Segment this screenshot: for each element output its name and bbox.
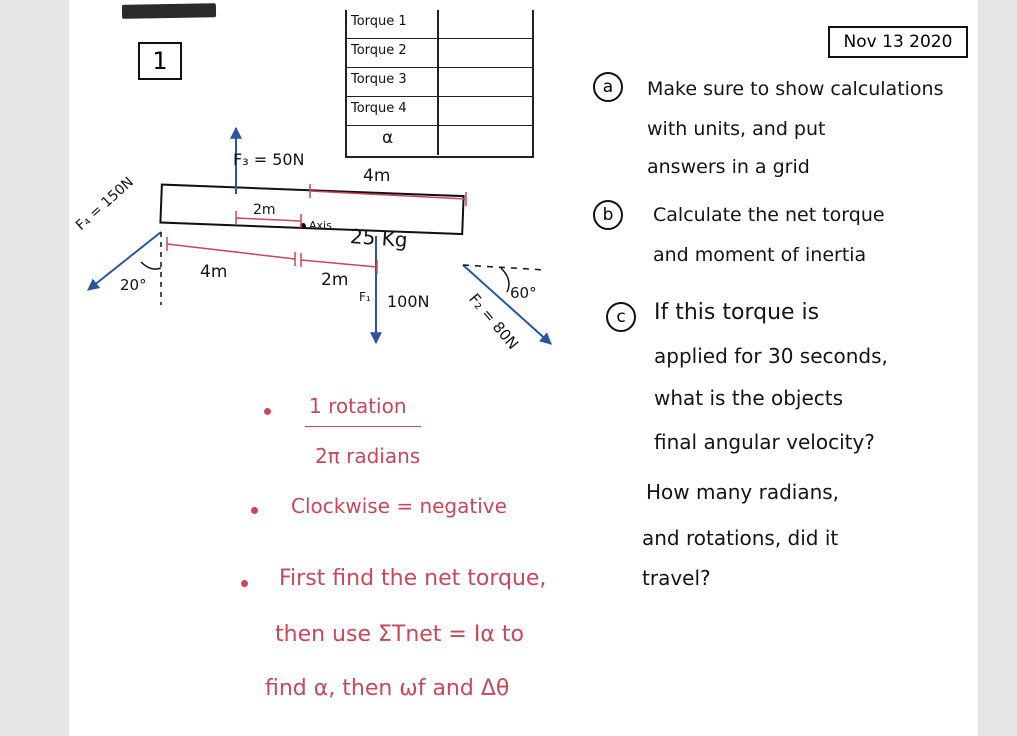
distance-bottom-mid-label: 2m bbox=[321, 270, 349, 290]
instruction-c-marker: c bbox=[606, 302, 636, 332]
conversion-top: 1 rotation bbox=[309, 394, 407, 418]
grid-row-label: Torque 1 bbox=[351, 14, 407, 29]
grid-row-torque-2: Torque 2 bbox=[347, 39, 532, 68]
grid-row-label: α bbox=[382, 128, 394, 148]
beam bbox=[159, 183, 465, 236]
beam-mass-label: 25 Kg bbox=[349, 224, 409, 252]
f3-label: F₃ = 50N bbox=[233, 150, 305, 169]
instruction-a-line-2: with units, and put bbox=[647, 118, 826, 140]
instruction-c-line-2: applied for 30 seconds, bbox=[654, 344, 888, 368]
f2-angle-arc bbox=[500, 267, 510, 293]
note-bullet bbox=[251, 507, 258, 514]
grid-value-cell bbox=[437, 39, 534, 67]
axis-label: Axis bbox=[309, 219, 332, 232]
instruction-a-line-1: Make sure to show calculations bbox=[647, 78, 944, 100]
f2-arrow bbox=[462, 264, 552, 345]
grid-row-label: Torque 2 bbox=[351, 43, 407, 58]
instruction-a-marker: a bbox=[593, 72, 623, 102]
f4-angle-arc bbox=[140, 261, 162, 270]
grid-row-alpha: α bbox=[347, 126, 532, 155]
f2-dashed-ref bbox=[462, 264, 546, 271]
instruction-c-line-4: final angular velocity? bbox=[654, 430, 875, 454]
f1-value-label: 100N bbox=[387, 292, 430, 311]
grid-value-cell bbox=[437, 68, 534, 96]
note-bullet bbox=[264, 408, 271, 415]
grid-row-label: Torque 4 bbox=[351, 101, 407, 116]
note-bullet bbox=[241, 580, 248, 587]
instruction-a-line-3: answers in a grid bbox=[647, 156, 810, 178]
f4-angle-label: 20° bbox=[120, 276, 147, 294]
distance-bottom-left-label: 4m bbox=[200, 262, 228, 282]
grid-row-torque-4: Torque 4 bbox=[347, 97, 532, 126]
instruction-b-line-2: and moment of inertia bbox=[653, 244, 867, 266]
instruction-b-marker: b bbox=[593, 200, 623, 230]
steps-line-3: find α, then ωf and Δθ bbox=[265, 676, 510, 701]
f2-angle-label: 60° bbox=[510, 284, 537, 302]
notebook-page: 1 Nov 13 2020 Torque 1 Torque 2 Torque 3… bbox=[69, 0, 978, 736]
instruction-b-line-1: Calculate the net torque bbox=[653, 204, 885, 226]
fraction-bar bbox=[305, 426, 421, 427]
steps-line-2: then use ΣTnet = Iα to bbox=[275, 622, 524, 647]
dimension-lines bbox=[166, 184, 467, 274]
grid-row-torque-1: Torque 1 bbox=[347, 10, 532, 39]
instruction-c-line-5: How many radians, bbox=[646, 480, 840, 504]
f1-label: F₁ bbox=[359, 290, 371, 304]
clockwise-note: Clockwise = negative bbox=[291, 494, 507, 518]
instruction-c-line-6: and rotations, did it bbox=[642, 526, 839, 550]
conversion-bottom: 2π radians bbox=[315, 444, 421, 468]
page-number: 1 bbox=[138, 42, 182, 80]
grid-value-cell bbox=[437, 97, 534, 125]
grid-row-label: Torque 3 bbox=[351, 72, 407, 87]
distance-top-label: 4m bbox=[363, 166, 391, 186]
grid-value-cell bbox=[437, 10, 534, 38]
instruction-c-line-7: travel? bbox=[642, 566, 711, 590]
instruction-c-line-3: what is the objects bbox=[654, 386, 844, 410]
grid-row-torque-3: Torque 3 bbox=[347, 68, 532, 97]
steps-line-1: First find the net torque, bbox=[279, 566, 547, 591]
torque-diagram bbox=[87, 126, 552, 345]
grid-value-cell bbox=[437, 126, 534, 155]
instruction-c-line-1: If this torque is bbox=[654, 300, 820, 325]
distance-axis-offset-label: 2m bbox=[253, 202, 276, 218]
answer-grid: Torque 1 Torque 2 Torque 3 Torque 4 α bbox=[345, 10, 534, 158]
date-label: Nov 13 2020 bbox=[828, 26, 968, 58]
f4-arrow bbox=[87, 231, 162, 291]
